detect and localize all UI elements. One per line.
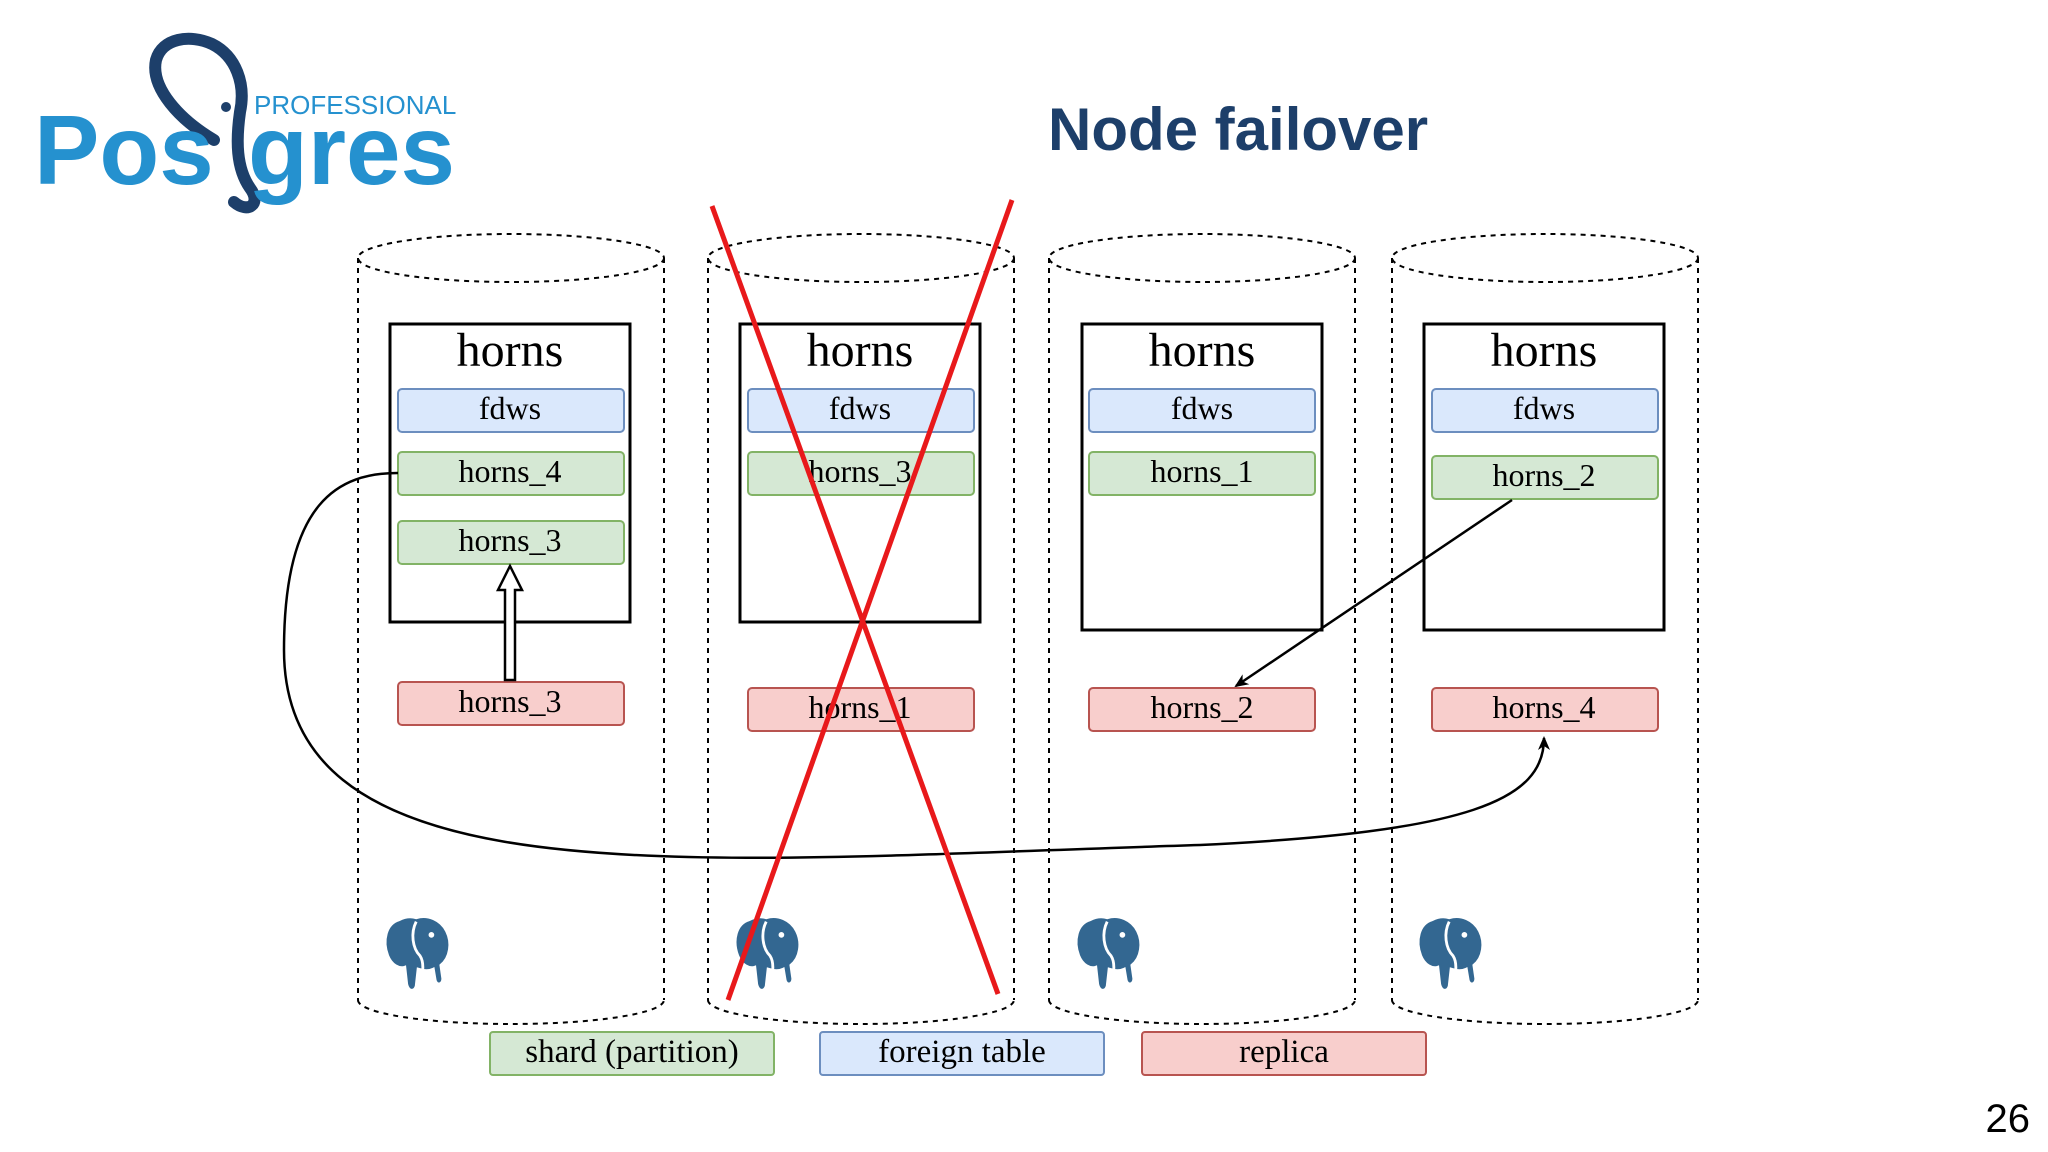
postgresql-elephant-icon	[1074, 915, 1143, 992]
legend-foreign-label: foreign table	[878, 1034, 1046, 1070]
node-cylinder	[1391, 233, 1699, 1025]
logo-eye-icon	[221, 102, 231, 112]
shard-label: horns_3	[808, 453, 911, 489]
database-title: horns	[457, 324, 564, 377]
replica-box	[397, 681, 625, 726]
node-cylinder	[707, 233, 1015, 1025]
legend-replica-label: replica	[1239, 1034, 1329, 1070]
shard-label: horns_4	[458, 453, 561, 489]
page-number: 26	[1986, 1097, 2031, 1141]
postgresql-elephant-icon	[1416, 915, 1485, 992]
shard-box	[397, 520, 625, 565]
replication-arrow-horns2	[1234, 498, 1513, 688]
node-cylinder	[1048, 233, 1356, 1025]
fdw-box	[747, 388, 975, 433]
node-3: horns fdws horns_1 horns_2	[1048, 233, 1356, 1025]
replica-box	[1088, 687, 1316, 732]
node-cylinder	[357, 233, 665, 1025]
database-title: horns	[1149, 324, 1256, 377]
logo-text-right: gres	[248, 95, 455, 205]
replication-arrow-horns4	[282, 471, 1550, 860]
postgres-professional-logo: PROFESSIONAL Pos gres	[34, 32, 456, 214]
database-title: horns	[1491, 324, 1598, 377]
postgresql-elephant-icon	[383, 915, 452, 992]
shard-label: horns_1	[1150, 453, 1253, 489]
logo-text-left: Pos	[34, 95, 214, 205]
fdw-label: fdws	[1171, 390, 1233, 426]
legend: shard (partition) foreign table replica	[489, 1031, 1427, 1076]
node-2: horns fdws horns_3 horns_1	[707, 233, 1015, 1025]
replica-box	[1431, 687, 1659, 732]
legend-shard-label: shard (partition)	[525, 1034, 739, 1070]
shard-label: horns_3	[458, 522, 561, 558]
fdw-label: fdws	[479, 390, 541, 426]
logo-elephant-icon	[149, 32, 261, 214]
logo-professional-text: PROFESSIONAL	[254, 90, 456, 120]
fdw-box	[1431, 388, 1659, 433]
promote-replica-arrow	[495, 563, 525, 682]
shard-box	[1088, 451, 1316, 496]
legend-replica-swatch	[1141, 1031, 1427, 1076]
replica-label: horns_2	[1150, 689, 1253, 725]
replica-label: horns_4	[1492, 689, 1595, 725]
fdw-label: fdws	[1513, 390, 1575, 426]
legend-shard-swatch	[489, 1031, 775, 1076]
legend-foreign-swatch	[819, 1031, 1105, 1076]
fdw-box	[397, 388, 625, 433]
database-title: horns	[807, 324, 914, 377]
replica-label: horns_3	[458, 683, 561, 719]
slide-title: Node failover	[1048, 96, 1428, 163]
replica-box	[747, 687, 975, 732]
node-4: horns fdws horns_2 horns_4	[1391, 233, 1699, 1025]
fdw-box	[1088, 388, 1316, 433]
shard-label: horns_2	[1492, 457, 1595, 493]
node-failure-cross	[709, 199, 1015, 1001]
shard-box	[1431, 455, 1659, 500]
fdw-label: fdws	[829, 390, 891, 426]
